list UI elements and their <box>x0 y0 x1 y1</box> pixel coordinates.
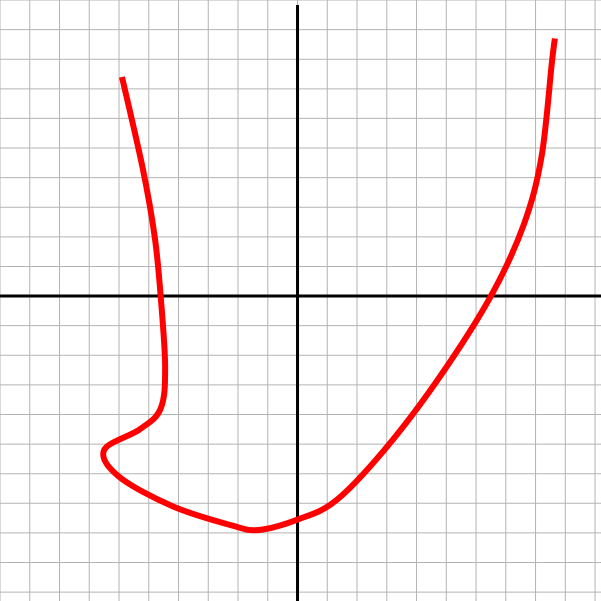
curves <box>100 38 558 534</box>
series-line-1 <box>100 38 558 534</box>
axes <box>0 5 601 601</box>
